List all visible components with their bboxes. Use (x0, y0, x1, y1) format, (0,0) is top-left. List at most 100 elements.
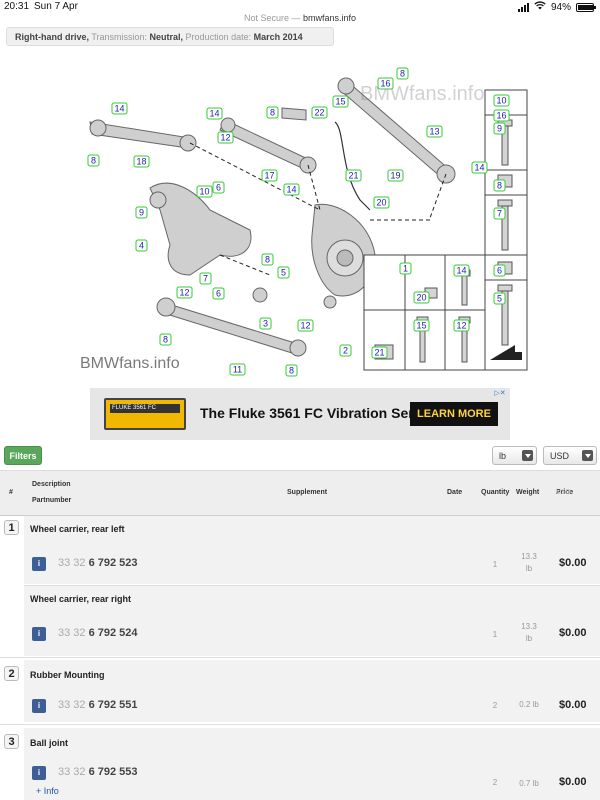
price: $0.00 (559, 627, 587, 639)
info-icon[interactable]: i (32, 766, 46, 780)
callout-8[interactable]: 8 (285, 364, 298, 377)
part-number-main: 6 792 524 (88, 627, 138, 639)
info-icon[interactable]: i (32, 557, 46, 571)
callout-21[interactable]: 21 (345, 169, 362, 182)
callout-17[interactable]: 17 (261, 169, 278, 182)
diagram-parts (89, 77, 456, 357)
callout-8[interactable]: 8 (261, 253, 274, 266)
callout-12[interactable]: 12 (176, 286, 193, 299)
weight: 0.2 lb (519, 700, 539, 709)
callout-15[interactable]: 15 (413, 319, 430, 332)
info-icon[interactable]: i (32, 699, 46, 713)
price: $0.00 (559, 776, 587, 788)
callout-label: 3 (263, 319, 268, 329)
callout-13[interactable]: 13 (426, 125, 443, 138)
callout-10[interactable]: 10 (493, 94, 510, 107)
chevron-down-icon (522, 450, 533, 461)
callout-6[interactable]: 6 (493, 264, 506, 277)
callout-label: 15 (335, 97, 345, 107)
callout-1[interactable]: 1 (399, 262, 412, 275)
callout-20[interactable]: 20 (373, 196, 390, 209)
part-number[interactable]: 33 32 6 792 551 (58, 699, 138, 711)
part-number[interactable]: 33 32 6 792 553 (58, 766, 138, 778)
callout-21[interactable]: 21 (371, 346, 388, 359)
part-number[interactable]: 33 32 6 792 524 (58, 627, 138, 639)
callout-8[interactable]: 8 (396, 67, 409, 80)
callout-16[interactable]: 16 (377, 77, 394, 90)
unit-select[interactable]: lb (492, 446, 537, 465)
filters-button[interactable]: Filters (4, 446, 42, 465)
sensor-cable (334, 121, 371, 211)
callout-2[interactable]: 2 (339, 344, 352, 357)
col-num: # (9, 489, 13, 496)
callout-7[interactable]: 7 (199, 272, 212, 285)
wifi-icon (534, 1, 546, 13)
info-icon[interactable]: i (32, 627, 46, 641)
callout-6[interactable]: 6 (212, 287, 225, 300)
currency-select[interactable]: USD (543, 446, 597, 465)
part-number[interactable]: 33 32 6 792 523 (58, 557, 138, 569)
callout-7[interactable]: 7 (493, 207, 506, 220)
table-row[interactable]: i 33 32 6 792 551 2 0.2 lb $0.00 (24, 690, 600, 722)
price-value: 0.00 (565, 776, 587, 788)
callout-6[interactable]: 6 (212, 181, 225, 194)
callout-14[interactable]: 14 (111, 102, 128, 115)
quantity: 1 (492, 630, 498, 639)
callout-18[interactable]: 18 (133, 155, 150, 168)
price-currency: $ (559, 776, 566, 788)
col-description: Description (32, 481, 71, 488)
callout-9[interactable]: 9 (493, 122, 506, 135)
quantity: 2 (492, 778, 498, 787)
info-link[interactable]: + Info (36, 786, 59, 796)
callout-8[interactable]: 8 (266, 106, 279, 119)
ad-choices-icon[interactable]: ▷✕ (494, 390, 506, 397)
group-number: 3 (4, 734, 19, 749)
callout-8[interactable]: 8 (159, 333, 172, 346)
callout-12[interactable]: 12 (297, 319, 314, 332)
callout-3[interactable]: 3 (259, 317, 272, 330)
callout-22[interactable]: 22 (311, 106, 328, 119)
callout-label: 8 (91, 156, 96, 166)
callout-label: 4 (139, 241, 144, 251)
callout-12[interactable]: 12 (217, 131, 234, 144)
parts-table-header: # Description Partnumber Supplement Date… (0, 470, 600, 516)
callout-label: 18 (136, 157, 146, 167)
callout-10[interactable]: 10 (196, 185, 213, 198)
unit-select-value: lb (499, 451, 507, 461)
ad-product-label: FLUKE 3561 FC (110, 404, 180, 413)
callout-9[interactable]: 9 (135, 206, 148, 219)
table-row[interactable]: i 33 32 6 792 553 + Info 2 0.7 lb $0.00 (24, 758, 600, 800)
callout-20[interactable]: 20 (413, 291, 430, 304)
callout-19[interactable]: 19 (387, 169, 404, 182)
callout-8[interactable]: 8 (493, 179, 506, 192)
callout-14[interactable]: 14 (206, 107, 223, 120)
callout-8[interactable]: 8 (87, 154, 100, 167)
url-bar[interactable]: Not Secure — bmwfans.info (0, 13, 600, 23)
callout-5[interactable]: 5 (277, 266, 290, 279)
part-number-main: 6 792 551 (88, 699, 138, 711)
callout-15[interactable]: 15 (332, 95, 349, 108)
callout-14[interactable]: 14 (453, 264, 470, 277)
callout-label: 16 (496, 111, 506, 121)
callout-5[interactable]: 5 (493, 292, 506, 305)
ad-learn-more-button[interactable]: LEARN MORE (410, 402, 498, 426)
callout-14[interactable]: 14 (471, 161, 488, 174)
battery-percent: 94% (550, 1, 571, 13)
callout-14[interactable]: 14 (283, 183, 300, 196)
drive-label: Right-hand drive, (15, 32, 89, 42)
callout-12[interactable]: 12 (453, 319, 470, 332)
callout-4[interactable]: 4 (135, 239, 148, 252)
callout-label: 12 (220, 133, 230, 143)
callout-16[interactable]: 16 (493, 109, 510, 122)
callout-11[interactable]: 11 (229, 363, 246, 376)
ad-banner[interactable]: FLUKE 3561 FC The Fluke 3561 FC Vibratio… (90, 388, 510, 440)
ad-product-image: FLUKE 3561 FC (104, 398, 186, 430)
chevron-down-icon (582, 450, 593, 461)
callout-label: 14 (456, 266, 466, 276)
price-value: 0.00 (565, 699, 587, 711)
